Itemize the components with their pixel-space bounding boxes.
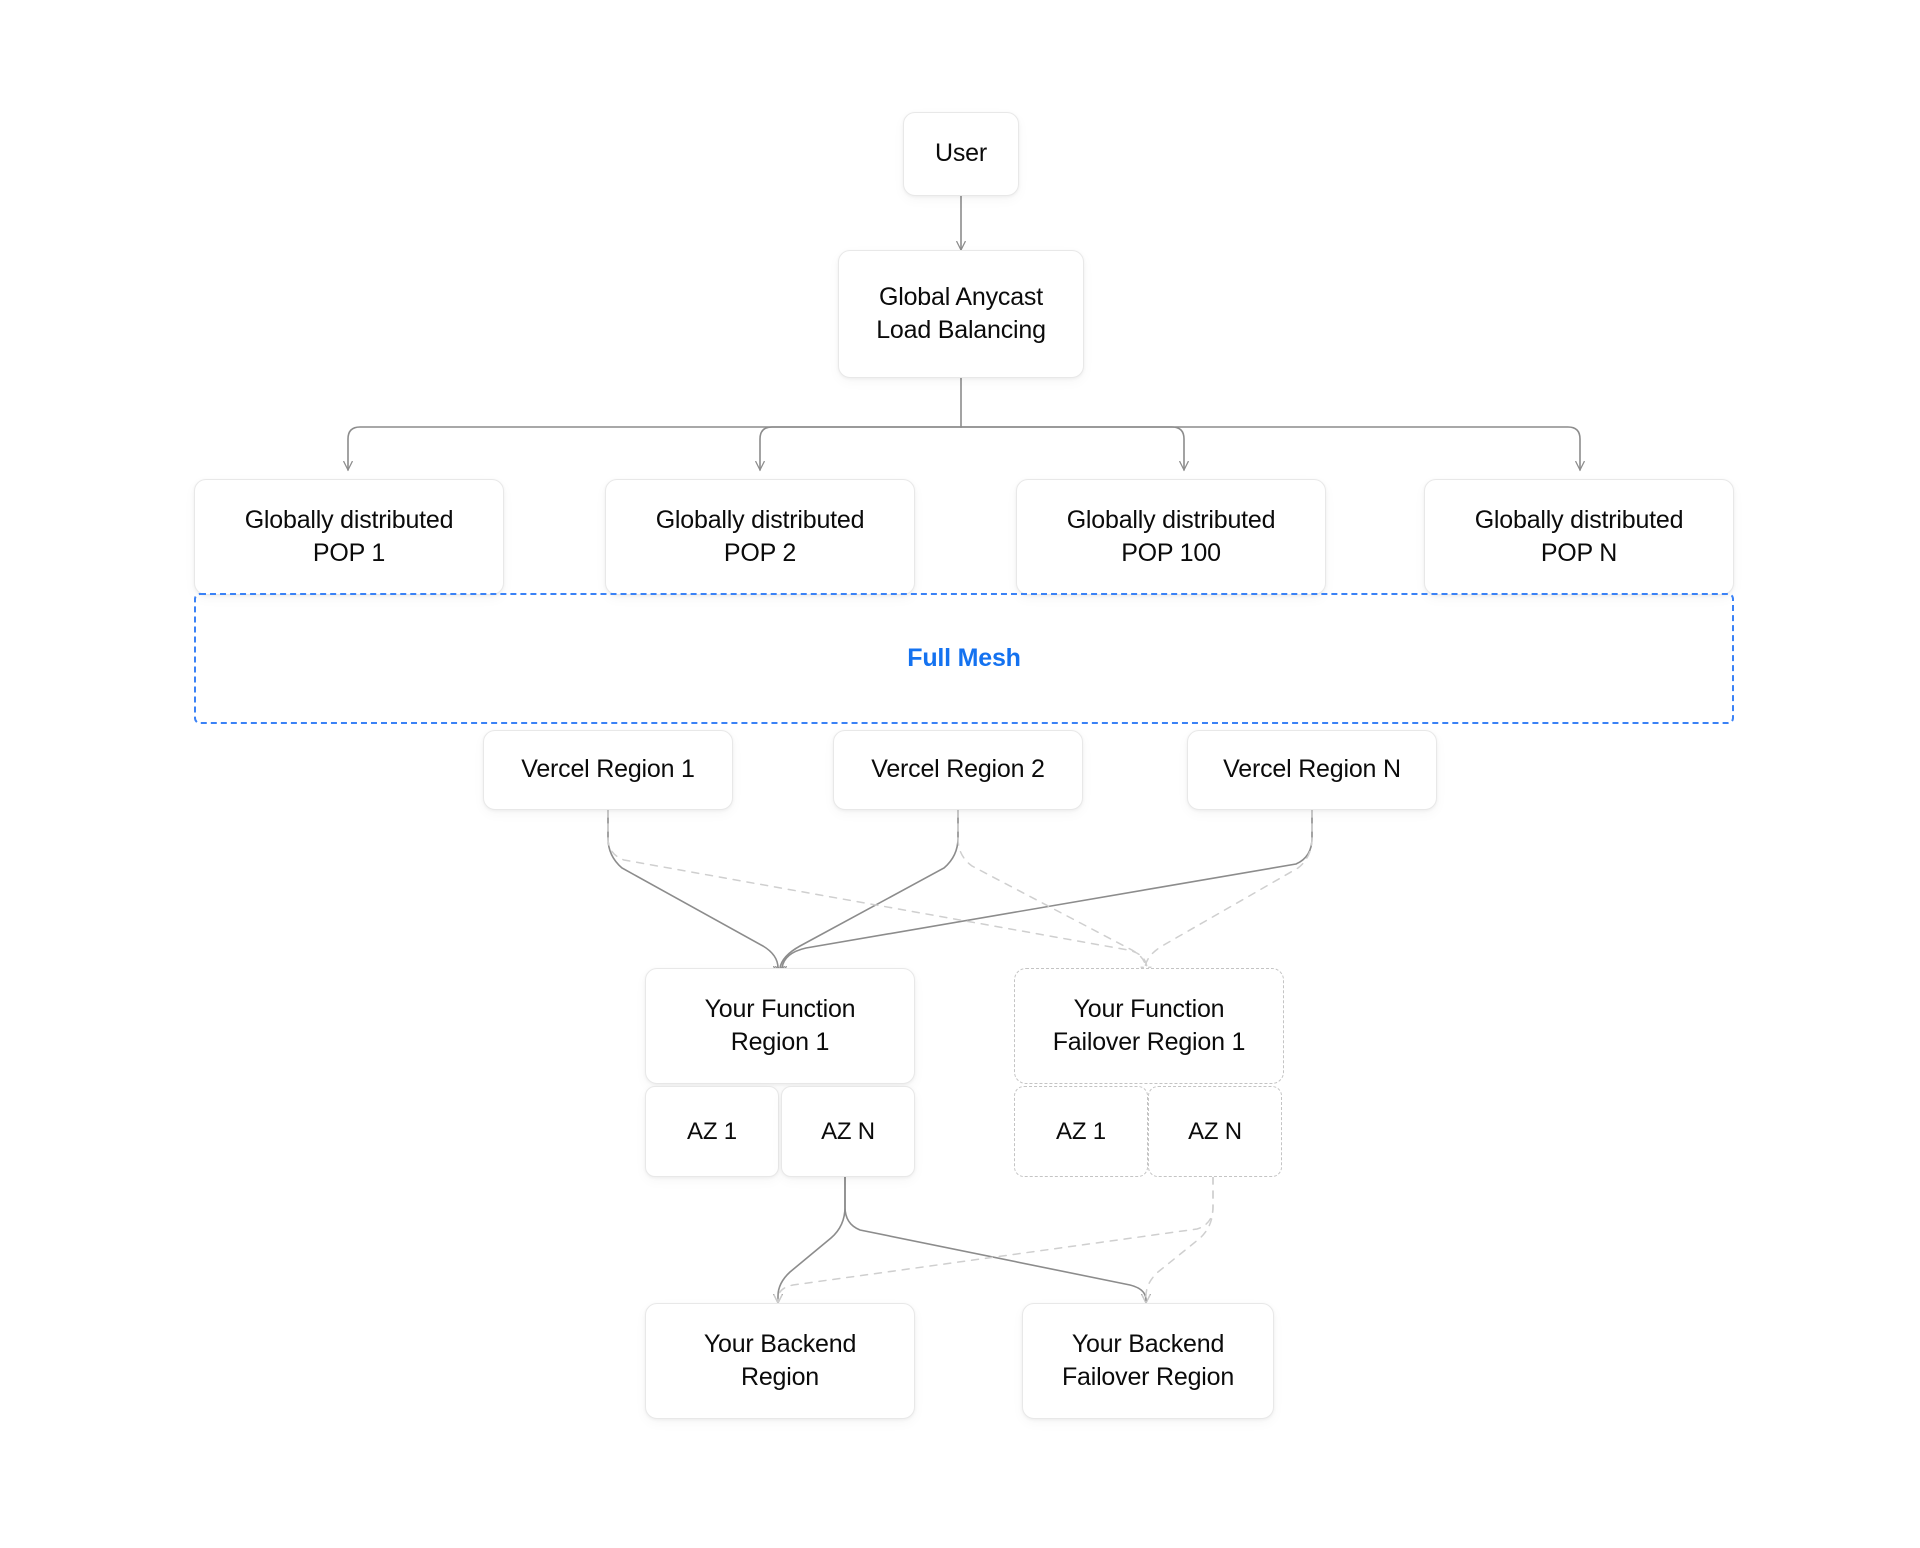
node-function-region-1-az-1[interactable]: AZ 1 xyxy=(645,1086,779,1177)
node-pop-100[interactable]: Globally distributed POP 100 xyxy=(1016,479,1326,595)
node-function-failover-region-1-az-n[interactable]: AZ N xyxy=(1148,1086,1282,1177)
node-vercel-region-1-label: Vercel Region 1 xyxy=(521,755,695,784)
node-load-balancer-label: Global Anycast Load Balancing xyxy=(876,282,1046,344)
edge-vercel-region-n-to-failover-region xyxy=(1145,809,1313,975)
az-n-label: AZ N xyxy=(821,1117,875,1145)
edge-az-n-to-backend-failover-region xyxy=(844,1176,1146,1303)
edge-failover-az-n-to-backend-failover-region xyxy=(1146,1176,1214,1303)
node-your-function-region-1[interactable]: Your Function Region 1 xyxy=(645,968,915,1084)
node-pop-100-label: Globally distributed POP 100 xyxy=(1066,505,1276,567)
node-vercel-region-2[interactable]: Vercel Region 2 xyxy=(833,730,1083,810)
node-vercel-region-n[interactable]: Vercel Region N xyxy=(1187,730,1437,810)
node-pop-2-label: Globally distributed POP 2 xyxy=(655,505,865,567)
edge-vercel-region-n-to-function-region xyxy=(782,809,1313,975)
node-your-function-failover-region-1[interactable]: Your Function Failover Region 1 xyxy=(1014,968,1284,1084)
node-pop-1[interactable]: Globally distributed POP 1 xyxy=(194,479,504,595)
node-function-region-1-label: Your Function Region 1 xyxy=(704,994,856,1056)
failover-az-n-label: AZ N xyxy=(1188,1117,1242,1145)
node-your-backend-failover-region[interactable]: Your Backend Failover Region xyxy=(1022,1303,1274,1419)
node-pop-n-label: Globally distributed POP N xyxy=(1474,505,1684,567)
edge-bus-to-pop-100 xyxy=(960,426,1184,470)
node-pop-1-label: Globally distributed POP 1 xyxy=(244,505,454,567)
node-vercel-region-n-label: Vercel Region N xyxy=(1223,755,1401,784)
az-1-label: AZ 1 xyxy=(687,1117,737,1145)
failover-az-1-label: AZ 1 xyxy=(1056,1117,1106,1145)
edge-az-n-to-backend-region xyxy=(778,1176,846,1303)
node-backend-failover-region-label: Your Backend Failover Region xyxy=(1061,1329,1235,1391)
full-mesh-container: Full Mesh xyxy=(194,593,1734,724)
edge-vercel-region-2-to-failover-region xyxy=(957,809,1146,975)
node-backend-region-label: Your Backend Region xyxy=(703,1329,857,1391)
full-mesh-label: Full Mesh xyxy=(907,644,1021,672)
edge-bus-to-pop-2 xyxy=(760,426,962,470)
node-function-region-1-az-n[interactable]: AZ N xyxy=(781,1086,915,1177)
node-function-failover-region-1-label: Your Function Failover Region 1 xyxy=(1052,994,1246,1056)
node-global-anycast-load-balancing[interactable]: Global Anycast Load Balancing xyxy=(838,250,1084,378)
node-vercel-region-2-label: Vercel Region 2 xyxy=(871,755,1045,784)
node-vercel-region-1[interactable]: Vercel Region 1 xyxy=(483,730,733,810)
edge-failover-az-n-to-backend-region xyxy=(778,1176,1214,1303)
edge-vercel-region-2-to-function-region xyxy=(780,809,959,975)
node-pop-n[interactable]: Globally distributed POP N xyxy=(1424,479,1734,595)
edge-bus-to-pop-n xyxy=(960,426,1580,470)
edge-vercel-region-1-to-failover-region xyxy=(607,809,1147,975)
edge-bus-to-pop-1 xyxy=(348,426,962,470)
node-function-failover-region-1-az-1[interactable]: AZ 1 xyxy=(1014,1086,1148,1177)
node-user[interactable]: User xyxy=(903,112,1019,196)
edge-vercel-region-1-to-function-region xyxy=(607,809,778,975)
node-user-label: User xyxy=(935,139,987,168)
node-your-backend-region[interactable]: Your Backend Region xyxy=(645,1303,915,1419)
node-pop-2[interactable]: Globally distributed POP 2 xyxy=(605,479,915,595)
